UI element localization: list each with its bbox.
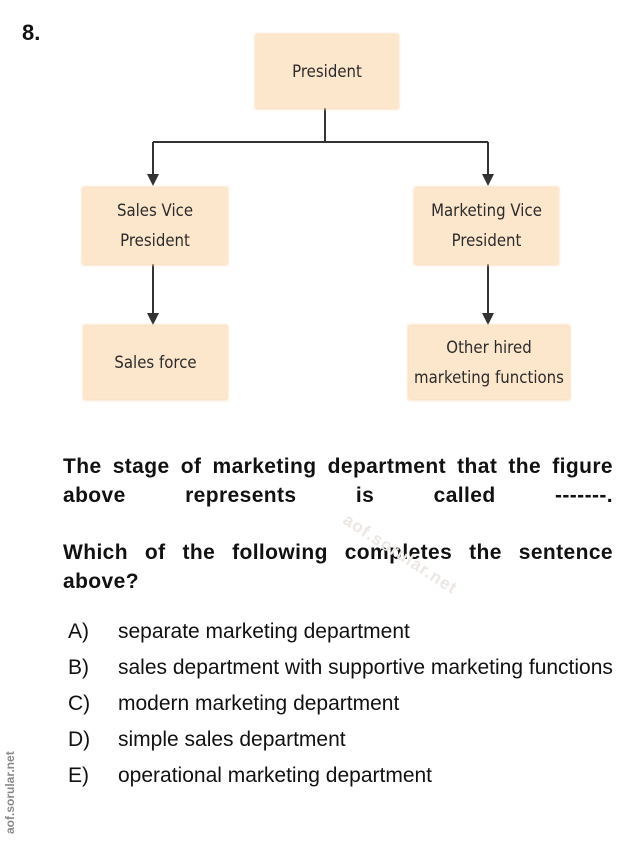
option-letter: D) (68, 728, 91, 751)
option-text: modern marketing department (118, 692, 400, 715)
option-letter: A) (68, 620, 89, 643)
box-sales-vp: Sales Vice President (82, 188, 228, 264)
box-marketing-vp-label: Marketing Vice President (431, 201, 542, 251)
box-marketing-vp: Marketing Vice President (414, 188, 559, 264)
option-text: sales department with supportive marketi… (118, 656, 613, 679)
box-sales-force: Sales force (83, 326, 228, 399)
option-d[interactable]: D) simple sales department (68, 726, 618, 754)
option-c[interactable]: C) modern marketing department (68, 690, 618, 718)
question-number: 8. (22, 20, 41, 45)
option-letter: B) (68, 656, 89, 679)
option-e[interactable]: E) operational marketing department (68, 762, 618, 790)
answer-options: A) separate marketing department B) sale… (68, 618, 618, 798)
option-text: simple sales department (118, 728, 346, 751)
arrow-head (147, 174, 159, 186)
arrow-head (482, 174, 494, 186)
question-paragraph-2: Which of the following completes the sen… (63, 541, 613, 593)
option-letter: C) (68, 692, 91, 715)
box-other-hired: Other hired marketing functions (408, 326, 570, 399)
option-text: separate marketing department (118, 620, 410, 643)
box-president-label: President (292, 61, 362, 82)
side-watermark: aof.sorular.net (3, 751, 17, 834)
question-paragraph-1: The stage of marketing department that t… (63, 455, 613, 507)
box-other-hired-label: Other hired marketing functions (414, 337, 564, 388)
option-b[interactable]: B) sales department with supportive mark… (68, 654, 618, 682)
box-sales-vp-label: Sales Vice President (116, 201, 194, 251)
arrow-head (482, 313, 494, 325)
box-sales-force-label: Sales force (114, 352, 197, 373)
box-president: President (255, 35, 399, 108)
option-a[interactable]: A) separate marketing department (68, 618, 618, 646)
arrow-head (147, 313, 159, 325)
option-text: operational marketing department (118, 764, 433, 787)
option-letter: E) (68, 764, 89, 787)
